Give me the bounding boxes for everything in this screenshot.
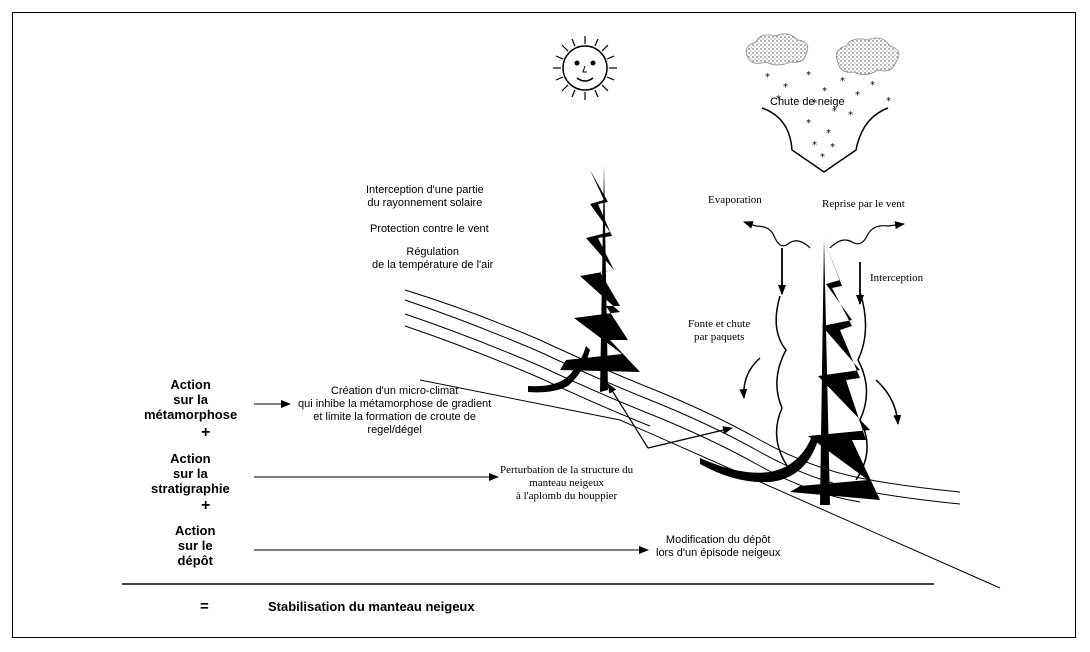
action-metamorphose: Action sur la métamorphose (144, 377, 237, 422)
svg-text:*: * (840, 76, 845, 87)
wind-arrow (830, 224, 904, 248)
result-label: Stabilisation du manteau neigeux (268, 600, 475, 613)
sun-icon (553, 36, 617, 100)
structure-perturbation-label: Perturbation de la structure du manteau … (500, 464, 633, 503)
wind-protection-label: Protection contre le vent (370, 223, 489, 236)
equals-sign: = (200, 600, 209, 613)
snowfall-funnel (762, 108, 888, 172)
svg-text:*: * (855, 90, 860, 101)
svg-text:*: * (806, 118, 811, 129)
melt-fall-label: Fonte et chute par paquets (688, 318, 750, 344)
solar-interception-label: Interception d'une partie du rayonnement… (366, 184, 484, 210)
deposit-modification-label: Modification du dépôt lors d'un épisode … (656, 534, 780, 560)
action-stratigraphie: Action sur la stratigraphie (151, 451, 230, 496)
plus-sign-1: + (201, 424, 210, 442)
action-depot: Action sur le dépôt (175, 523, 215, 568)
svg-text:*: * (826, 128, 831, 139)
svg-text:*: * (886, 96, 891, 107)
evaporation-arrow (744, 222, 810, 248)
svg-text:*: * (830, 142, 835, 153)
svg-text:*: * (783, 82, 788, 93)
microclimate-label: Création d'un micro-climat qui inhibe la… (298, 385, 491, 437)
temperature-regulation-label: Régulation de la température de l'air (372, 246, 493, 272)
interception-label: Interception (870, 272, 923, 285)
snowfall-label: Chute de neige (770, 96, 845, 109)
svg-text:*: * (765, 72, 770, 83)
svg-text:*: * (870, 80, 875, 91)
cloud-icon (746, 34, 899, 75)
evaporation-label: Evaporation (708, 194, 762, 207)
melt-arrows (744, 358, 898, 424)
snowflakes: *** *** *** *** *** ** (765, 70, 891, 163)
wind-uptake-label: Reprise par le vent (822, 198, 905, 211)
tree-2-illustration (700, 238, 880, 505)
interception-arrows (782, 248, 860, 304)
svg-text:*: * (812, 140, 817, 151)
svg-text:*: * (806, 70, 811, 81)
tree-1-illustration (528, 165, 640, 392)
plus-sign-2: + (201, 497, 210, 515)
svg-text:*: * (848, 110, 853, 121)
svg-text:*: * (820, 152, 825, 163)
